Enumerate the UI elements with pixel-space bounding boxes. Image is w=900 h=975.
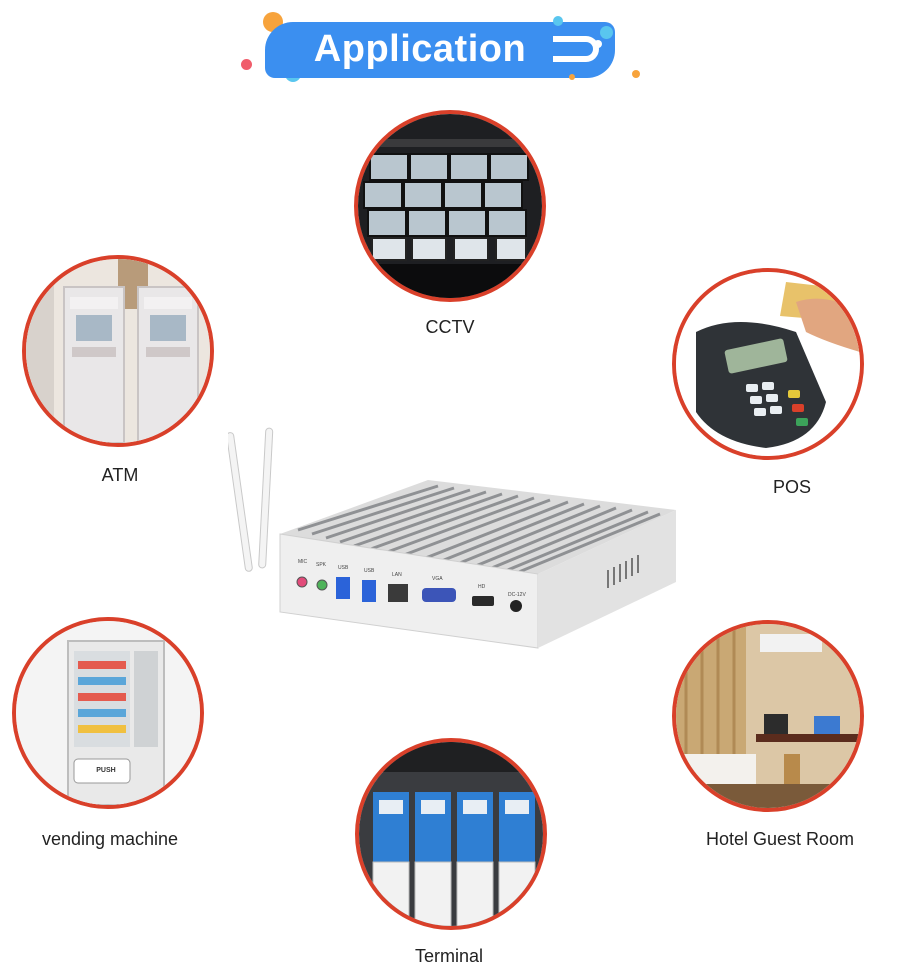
hotel-room-illustration [676, 624, 860, 808]
port-label-usb: USB [338, 565, 349, 571]
vending-machine-image: PUSH [12, 617, 204, 809]
mini-pc-device: MIC SPK USB USB LAN VGA HD DC-12V [228, 422, 688, 652]
caption-hotel-guest-room: Hotel Guest Room [705, 829, 855, 849]
cctv-illustration [358, 114, 542, 298]
atm-illustration [26, 259, 210, 443]
caption-cctv: CCTV [425, 317, 475, 337]
mini-pc-illustration [228, 427, 676, 649]
decor-bubble [241, 59, 252, 70]
decor-bubble [553, 16, 563, 26]
decor-bubble [569, 74, 575, 80]
terminal-illustration [359, 742, 543, 926]
caption-vending-machine: vending machine [41, 829, 179, 849]
port-label-lan: LAN [392, 572, 402, 578]
cctv-image [354, 110, 546, 302]
port-label-usb: USB [364, 568, 375, 574]
decor-bubble [632, 70, 640, 78]
port-label-dc: DC-12V [508, 592, 526, 598]
port-label-spk: SPK [316, 562, 327, 568]
pos-illustration [676, 272, 860, 456]
hotel-guest-room-image [672, 620, 864, 812]
port-label-vga: VGA [432, 576, 443, 582]
atm-image [22, 255, 214, 447]
decor-bubble [600, 26, 613, 39]
caption-pos: POS [772, 477, 812, 497]
port-label-mic: MIC [298, 559, 308, 565]
port-label-hd: HD [478, 584, 486, 590]
page-title: Application [313, 28, 527, 70]
terminal-image [355, 738, 547, 930]
caption-atm: ATM [101, 465, 139, 485]
decor-swirl-icon [553, 36, 599, 62]
vending-illustration [16, 621, 200, 805]
pos-image [672, 268, 864, 460]
vending-push-label: PUSH [96, 767, 116, 774]
caption-terminal: Terminal [414, 946, 484, 966]
decor-bubble [594, 40, 602, 48]
